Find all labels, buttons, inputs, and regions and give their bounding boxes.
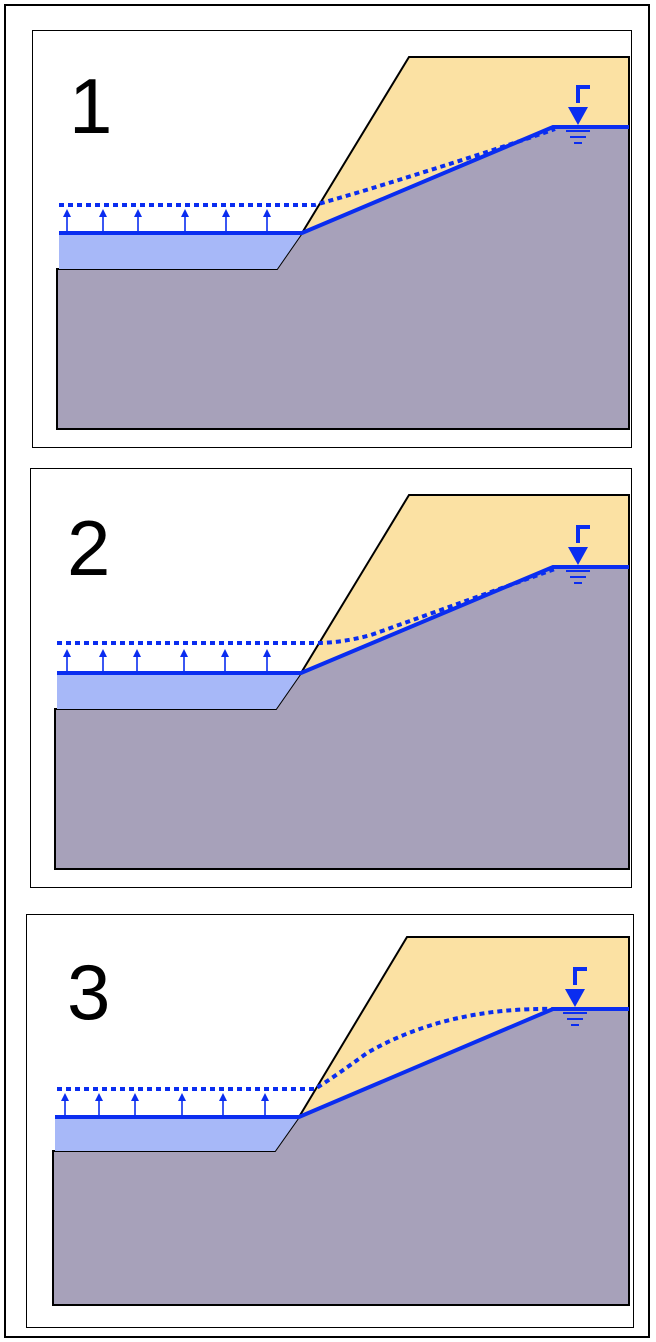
uplift-arrow-icon bbox=[63, 649, 271, 671]
water-table-line bbox=[59, 125, 629, 235]
panel-label: 2 bbox=[67, 504, 110, 592]
figure-frame: 1 2 bbox=[4, 4, 650, 1338]
water-table-symbol-icon bbox=[563, 967, 587, 1026]
panel-label: 1 bbox=[69, 62, 112, 150]
water-body bbox=[55, 1117, 299, 1151]
water-table-line bbox=[55, 1007, 629, 1119]
panel-2: 2 bbox=[30, 468, 632, 888]
water-body bbox=[59, 233, 302, 269]
water-table-symbol-icon bbox=[566, 525, 590, 584]
uplift-arrow-icon bbox=[63, 209, 271, 231]
water-table-symbol-icon bbox=[566, 85, 590, 144]
water-table-line bbox=[57, 565, 629, 675]
panel-1: 1 bbox=[32, 30, 632, 448]
uplift-arrow-icon bbox=[61, 1093, 269, 1115]
raised-water-table-line bbox=[57, 567, 556, 645]
panel-label: 3 bbox=[67, 948, 110, 1036]
water-body bbox=[57, 673, 301, 709]
panel-3: 3 bbox=[26, 914, 634, 1328]
raised-water-table-line bbox=[57, 1006, 556, 1091]
raised-water-table-line bbox=[59, 127, 556, 207]
